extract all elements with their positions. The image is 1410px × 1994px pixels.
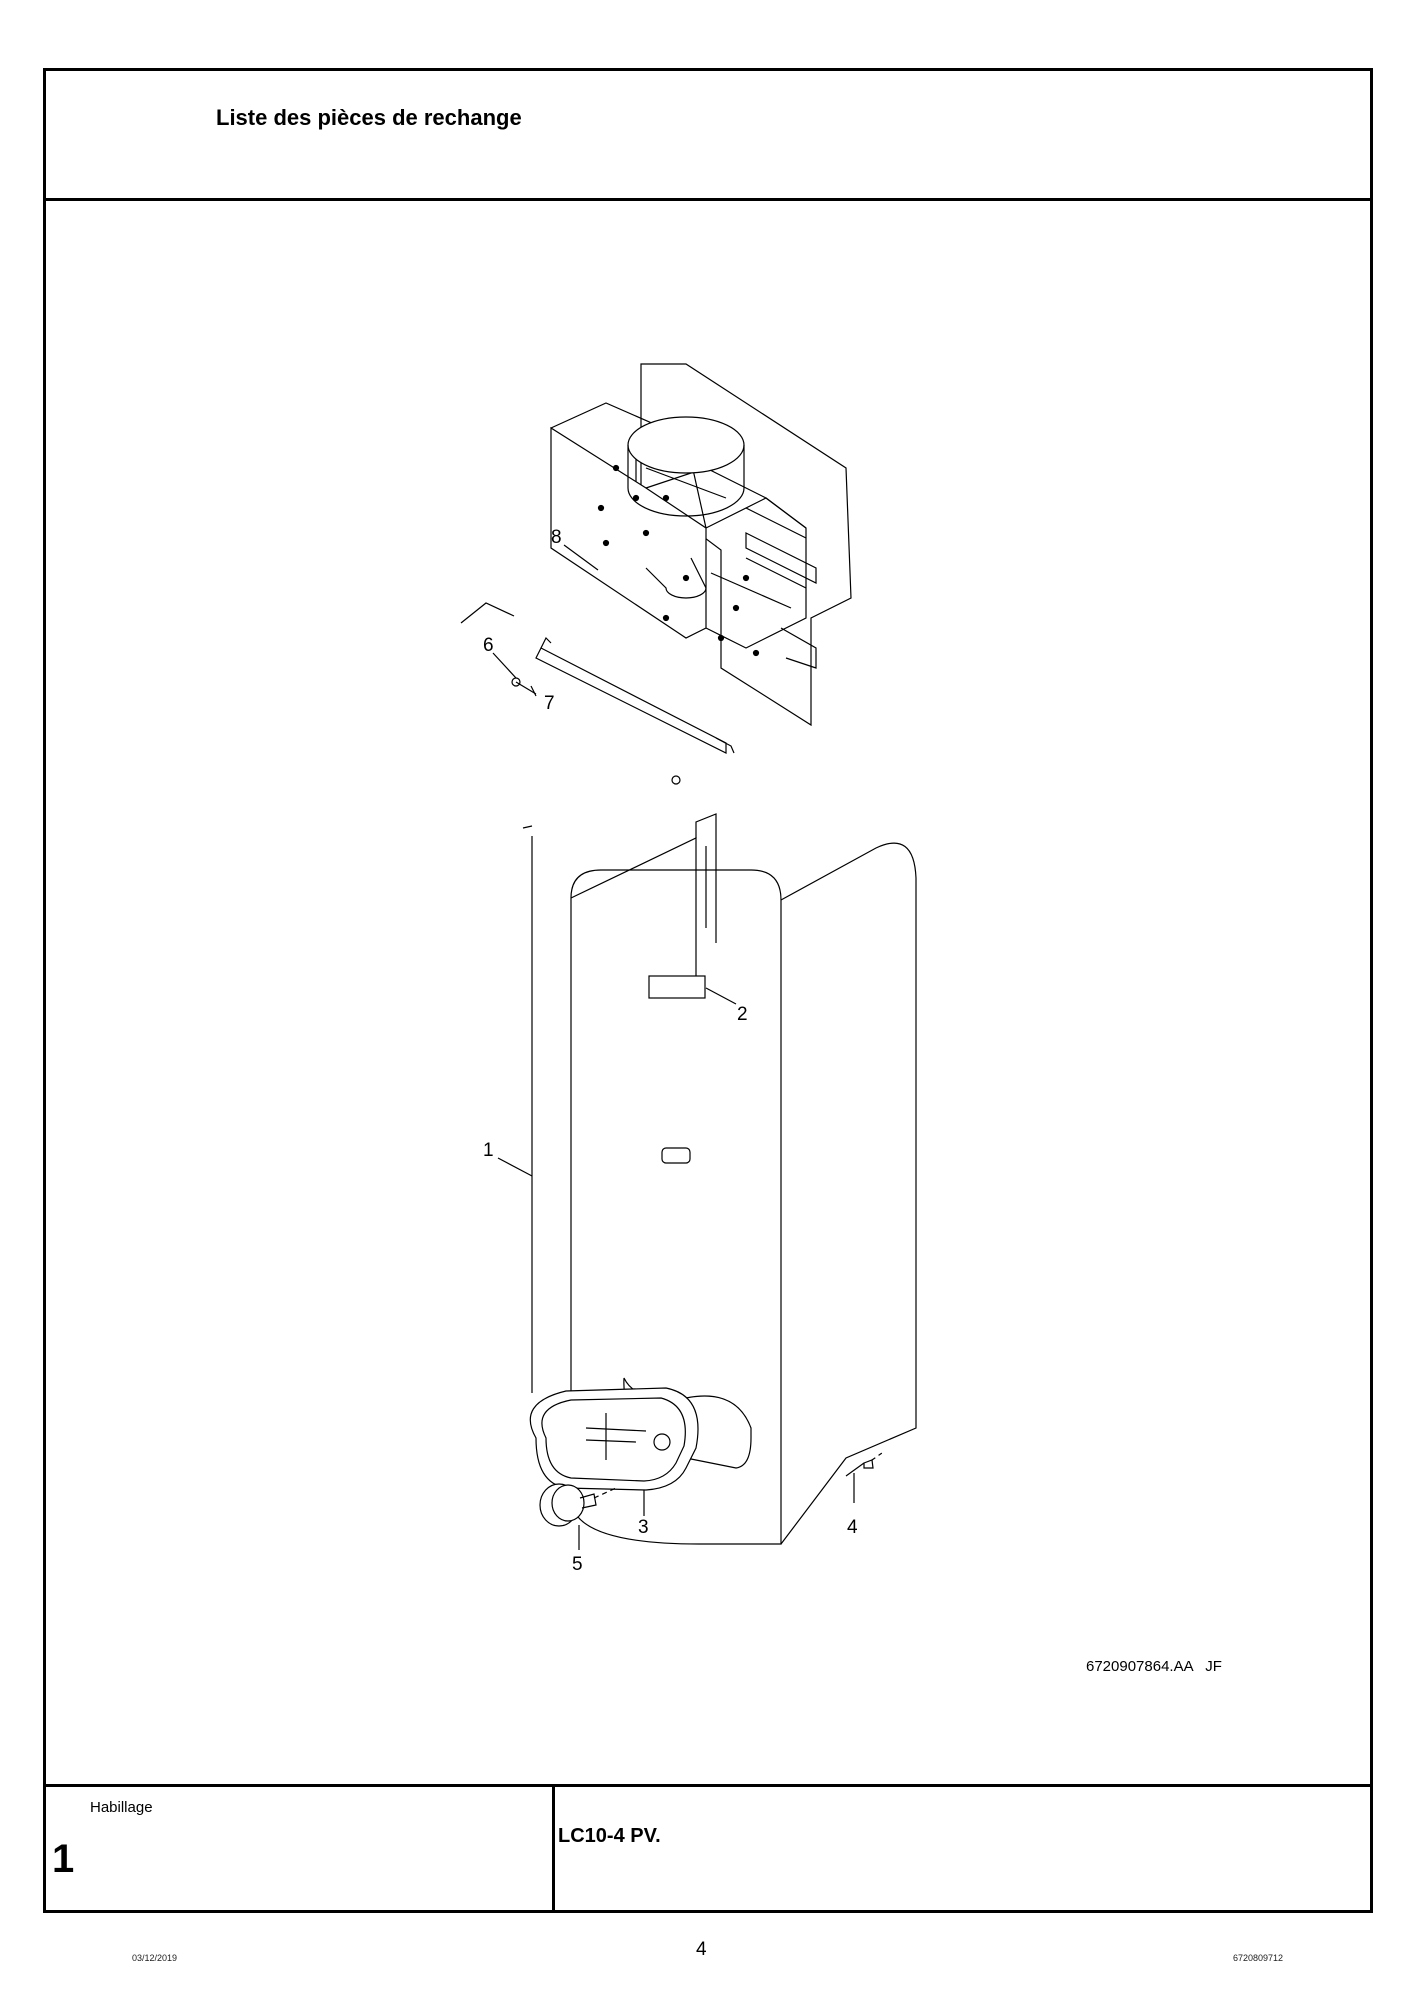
knob-part [539,1483,617,1527]
page-number: 4 [696,1939,707,1960]
document-title: Liste des pièces de rechange [216,105,522,130]
leader-6 [492,652,517,679]
control-panel-part [529,1387,699,1491]
print-date: 03/12/2019 [132,1953,178,1963]
leader-2 [705,987,737,1005]
exploded-view-drawing: 8 6 7 2 1 3 4 5 6720907864.AA JF [46,198,1370,1784]
header-row: Liste des pièces de rechange [46,71,1370,201]
screw-7-part [511,677,537,695]
callout-1: 1 [483,1140,494,1161]
callout-5: 5 [572,1554,583,1575]
leader-1 [497,1157,533,1177]
footer-row: Habillage 1 LC10-4 PV. [46,1784,1370,1910]
screw-small-part [671,775,681,785]
group-cell: Habillage 1 [46,1787,555,1910]
model-name: LC10-4 PV. [558,1825,661,1847]
callout-8: 8 [551,527,562,548]
bracket-bar-part [460,602,735,754]
casing-part [522,813,917,1545]
leader-8 [563,544,599,571]
leader-7 [530,685,537,697]
group-label: Habillage [90,1799,153,1816]
document-number: 6720809712 [1233,1953,1284,1963]
callout-4: 4 [847,1517,858,1538]
page-frame: Liste des pièces de rechange [43,68,1373,1913]
callout-2: 2 [737,1004,748,1025]
screw-4-part [845,1452,883,1477]
group-number: 1 [52,1837,75,1881]
combustion-chamber-part [550,363,852,727]
callout-6: 6 [483,635,494,656]
exploded-view-svg: 8 6 7 2 1 3 4 5 [460,363,917,1575]
drawing-reference: 6720907864.AA JF [1086,1658,1222,1675]
callout-3: 3 [638,1517,649,1538]
callout-7: 7 [544,693,555,714]
